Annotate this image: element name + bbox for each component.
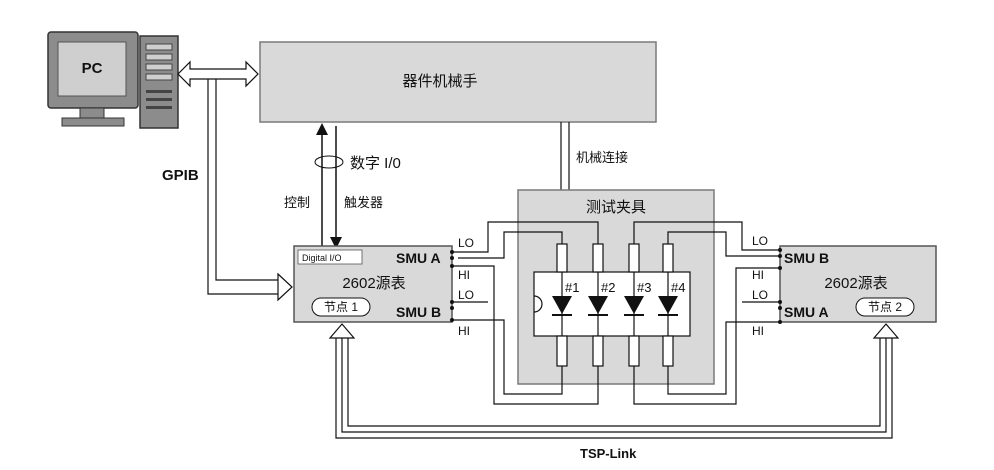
smu-right-channel-b: SMU B	[784, 250, 829, 266]
left-b-hi: HI	[458, 324, 470, 338]
right-b-hi: HI	[752, 268, 764, 282]
diode-label: #2	[601, 280, 615, 295]
diode-4: #4	[658, 243, 685, 367]
right-a-hi: HI	[752, 324, 764, 338]
diode-label: #3	[637, 280, 651, 295]
smu-right-channel-a: SMU A	[784, 304, 829, 320]
diode-label: #4	[671, 280, 685, 295]
smu-right-node: 节点 2	[868, 300, 902, 314]
tsp-link-label: TSP-Link	[580, 446, 637, 461]
mechanical-link	[560, 122, 570, 190]
digital-io-link	[314, 123, 344, 249]
control-label: 控制	[284, 195, 310, 210]
diode-1: #1	[552, 243, 579, 367]
trigger-label: 触发器	[344, 195, 383, 210]
diode-2: #2	[588, 243, 615, 367]
diode-label: #1	[565, 280, 579, 295]
right-a-lo: LO	[752, 288, 768, 302]
pc-icon: PC	[47, 31, 179, 129]
handler-box	[259, 41, 657, 123]
smu-left-digital-io: Digital I/O	[302, 253, 342, 263]
mechanical-label: 机械连接	[576, 150, 628, 165]
handler-label: 器件机械手	[402, 73, 477, 90]
smu-left-channel-a: SMU A	[396, 250, 441, 266]
gpib-link	[207, 79, 293, 302]
smu-right-title: 2602源表	[824, 275, 887, 292]
fixture-wiring	[452, 221, 780, 405]
diode-group: #1 #2 #3 #4	[552, 243, 685, 367]
digital-io-label: 数字 I/0	[350, 155, 401, 172]
left-a-hi: HI	[458, 268, 470, 282]
tsp-link	[328, 323, 900, 439]
diode-3: #3	[624, 243, 651, 367]
pc-label: PC	[82, 60, 103, 77]
left-b-lo: LO	[458, 288, 474, 302]
left-a-lo: LO	[458, 236, 474, 250]
smu-left-title: 2602源表	[342, 275, 405, 292]
pc-handler-link	[177, 60, 259, 88]
fixture-label: 测试夹具	[586, 199, 646, 216]
right-b-lo: LO	[752, 234, 768, 248]
gpib-label: GPIB	[162, 167, 199, 184]
smu-left-node: 节点 1	[324, 300, 358, 314]
smu-left-channel-b: SMU B	[396, 304, 441, 320]
